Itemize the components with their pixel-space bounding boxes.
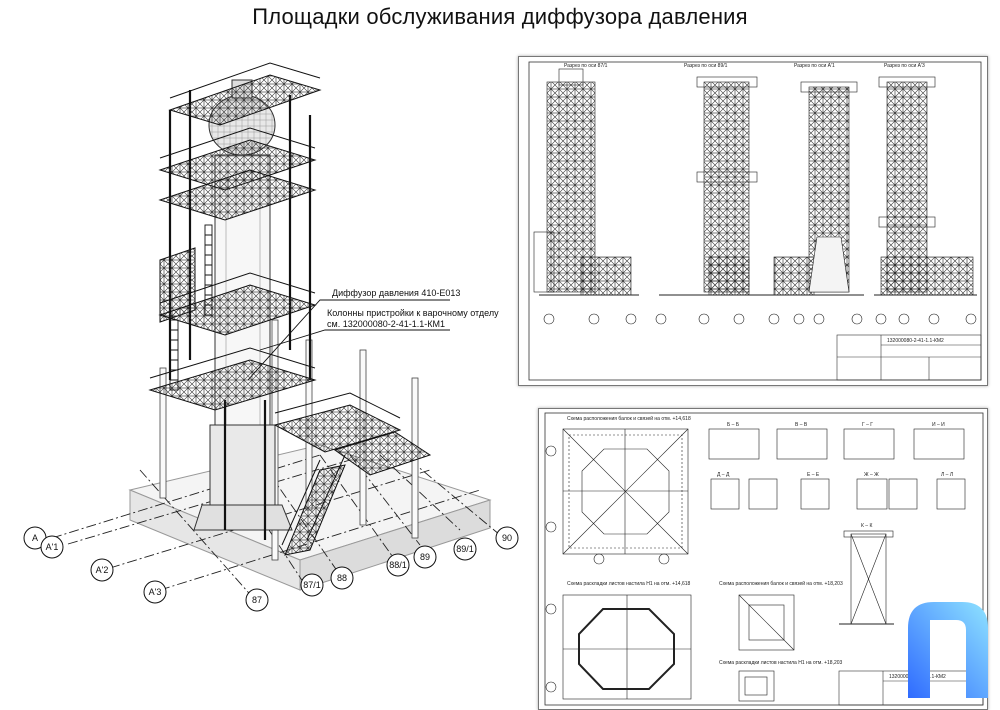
page-title: Площадки обслуживания диффузора давления — [252, 4, 748, 29]
plan-sheets-1-title: Схема раскладки листов настила Н1 на отм… — [567, 581, 691, 587]
section-mark-i: И – И — [932, 422, 945, 428]
axis-label-89-1: 89/1 — [456, 544, 474, 554]
axis-label-90: 90 — [502, 533, 512, 543]
section-mark-zh: Ж – Ж — [864, 472, 879, 478]
axis-label-a2: А'2 — [96, 565, 109, 575]
section-view-title-4: Разрез по оси А'3 — [884, 63, 925, 69]
axis-label-87-1: 87/1 — [303, 580, 321, 590]
section-mark-d: Д – Д — [717, 472, 730, 478]
section-mark-e: Е – Е — [807, 472, 820, 478]
stairs — [281, 454, 346, 556]
brand-logo — [900, 598, 992, 702]
drawing-sheet-sections: Разрез по оси 87/1 Разрез по оси 89/1 Ра… — [518, 56, 988, 386]
section-view-title-1: Разрез по оси 87/1 — [564, 63, 608, 69]
callout-columns-line2: см. 132000080-2-41-1.1-КМ1 — [327, 319, 445, 329]
axis-label-89: 89 — [420, 552, 430, 562]
plan-beams-2-title: Схема расположения балок и связей на отм… — [719, 580, 843, 587]
handrails — [149, 62, 401, 419]
section-mark-v: В – В — [795, 422, 808, 428]
sheet-sections-stamp-code: 132000080-2-41-1.1-КМ2 — [887, 338, 944, 344]
section-view-title-2: Разрез по оси 89/1 — [684, 63, 728, 69]
axis-label-a1: А'1 — [46, 542, 59, 552]
sections-drawing: Разрез по оси 87/1 Разрез по оси 89/1 Ра… — [528, 61, 982, 381]
section-mark-l: Л – Л — [941, 472, 953, 478]
plan-sheets-2-title: Схема раскладки листов настила Н1 на отм… — [719, 660, 843, 666]
axis-label-88: 88 — [337, 573, 347, 583]
axis-bubbles — [23, 526, 519, 612]
section-mark-k: К – К — [861, 523, 872, 529]
section-mark-g: Г – Г — [862, 422, 873, 428]
callout-columns-line1: Колонны пристройки к варочному отделу — [327, 308, 499, 318]
isometric-drawing: Диффузор давления 410-Е013 Колонны прист… — [23, 62, 519, 612]
axis-label-87: 87 — [252, 595, 262, 605]
axis-label-a3: А'3 — [149, 587, 162, 597]
axis-label-a: А — [32, 533, 38, 543]
axis-labels: А А'1 А'2 А'3 87 87/1 88 88/1 89 89/1 90 — [32, 533, 512, 605]
section-mark-b: Б – Б — [727, 422, 740, 428]
callout-diffuser: Диффузор давления 410-Е013 — [332, 288, 460, 298]
callout-leaders — [247, 299, 450, 381]
section-elevations — [533, 68, 977, 325]
platforms — [148, 74, 432, 476]
section-view-title-3: Разрез по оси А'1 — [794, 63, 835, 69]
isometric-view: Диффузор давления 410-Е013 Колонны прист… — [20, 60, 520, 700]
sheet-title-block — [836, 334, 982, 381]
plan-drawings — [545, 428, 966, 702]
axis-label-88-1: 88/1 — [389, 560, 407, 570]
plan-beams-1-title: Схема расположения балок и связей на отм… — [567, 415, 691, 422]
brand-logo-icon — [908, 602, 988, 698]
section-marks: Б – Б В – В Г – Г И – И Д – Д Е – Е Ж – … — [717, 422, 953, 529]
ladders — [169, 224, 213, 391]
plans-drawing: Схема расположения балок и связей на отм… — [544, 412, 984, 706]
